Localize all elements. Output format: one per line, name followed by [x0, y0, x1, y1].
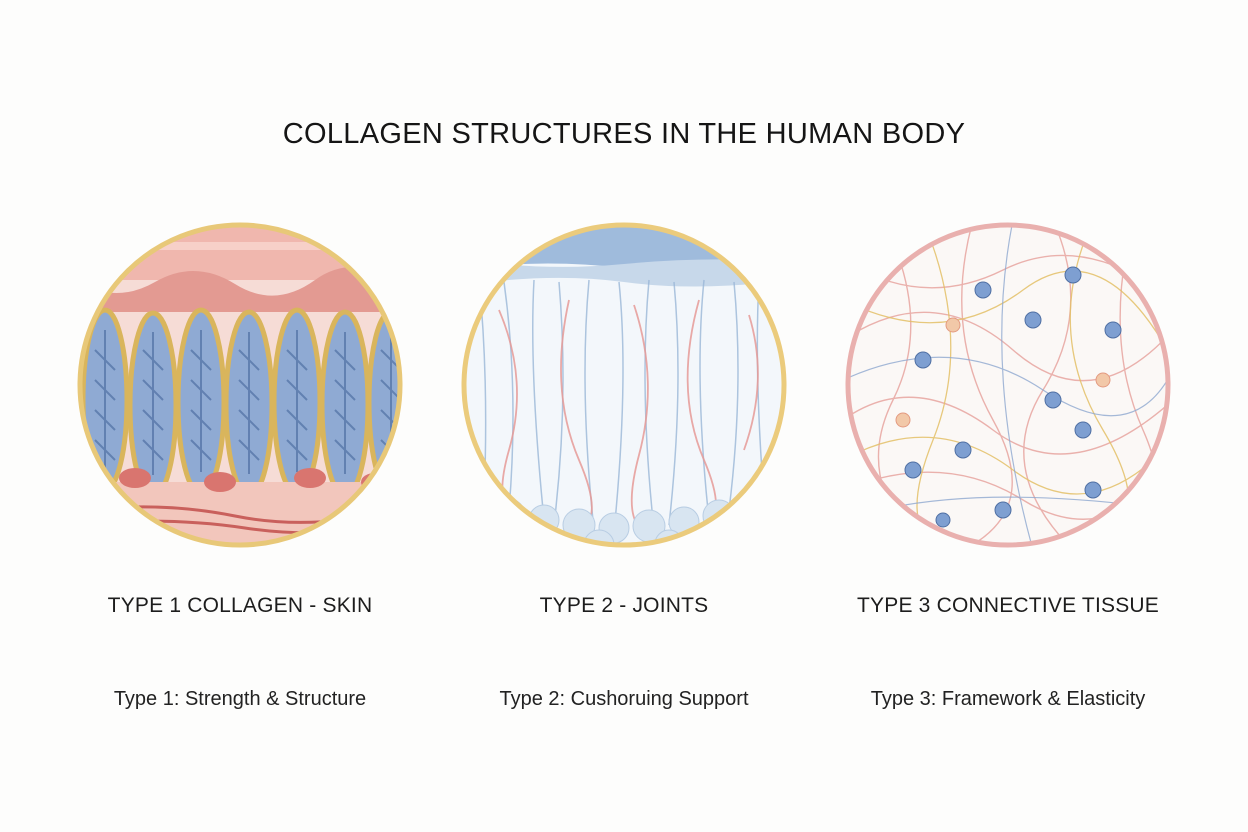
panel-caption: Type 1: Strength & Structure [113, 688, 367, 710]
skin-collagen-illustration [77, 222, 403, 548]
panel-label: TYPE 3 CONNECTIVE TISSUE [857, 594, 1159, 617]
ring-border [461, 222, 787, 548]
panel-type2: TYPE 2 - JOINTS Type 2: Cushoruing Suppo… [424, 0, 824, 832]
panel-type1: TYPE 1 COLLAGEN - SKIN Type 1: Strength … [40, 0, 440, 832]
panel-label: TYPE 1 COLLAGEN - SKIN [107, 594, 373, 617]
connective-tissue-illustration [845, 222, 1171, 548]
panel-caption: Type 2: Cushoruing Support [499, 688, 749, 710]
joint-collagen-illustration [461, 222, 787, 548]
panel-caption: Type 3: Framework & Elasticity [870, 688, 1146, 710]
ring-border [845, 222, 1171, 548]
ring-border [77, 222, 403, 548]
diagram-title: COLLAGEN STRUCTURES IN THE HUMAN BODY [282, 118, 966, 150]
panel-type3: TYPE 3 CONNECTIVE TISSUE Type 3: Framewo… [808, 0, 1208, 832]
panel-label: TYPE 2 - JOINTS [539, 594, 709, 617]
